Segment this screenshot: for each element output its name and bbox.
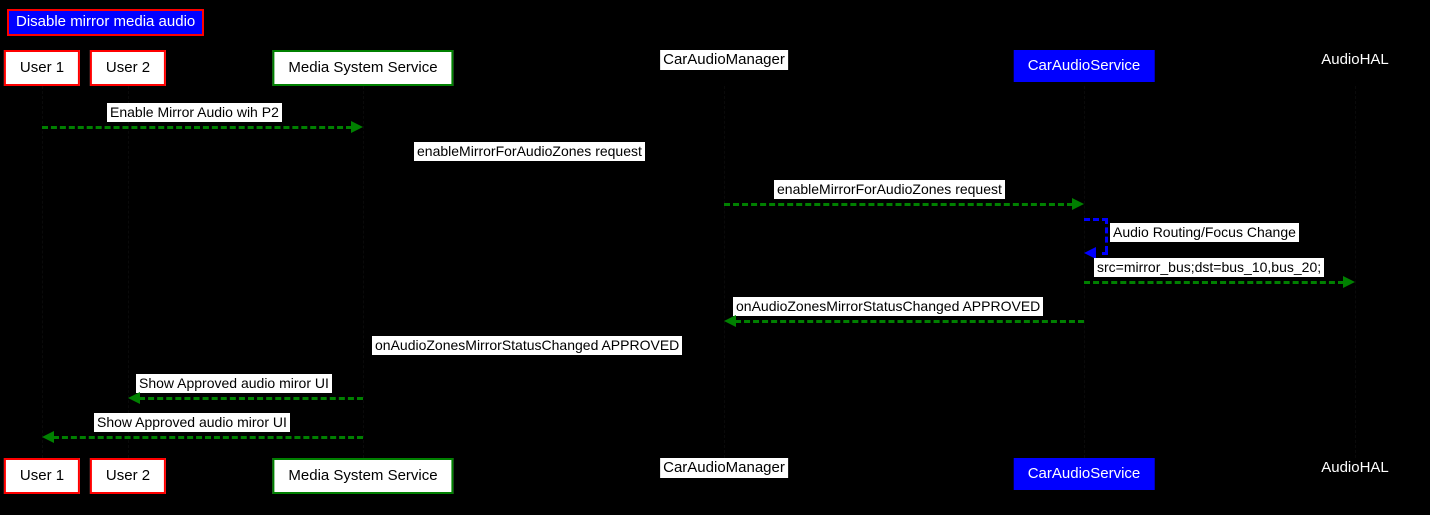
message-line-m1 [42,126,352,129]
message-label-m4: Audio Routing/Focus Change [1110,223,1299,242]
lifeline-audiohal [1355,86,1357,458]
lifeline-caraudiomanager [724,86,726,458]
message-label-m9: Show Approved audio miror UI [94,413,290,432]
message-label-m8: Show Approved audio miror UI [136,374,332,393]
participant-mediasystem-top[interactable]: Media System Service [272,50,454,86]
diagram-title: Disable mirror media audio [7,9,205,36]
participant-user2-top[interactable]: User 2 [89,50,167,86]
message-label-m2: enableMirrorForAudioZones request [414,142,645,161]
message-label-m6: onAudioZonesMirrorStatusChanged APPROVED [733,297,1044,316]
message-line-m3 [724,203,1073,206]
participant-audiohal-top[interactable]: AudioHAL [1321,51,1389,68]
message-label-m7: onAudioZonesMirrorStatusChanged APPROVED [372,336,683,355]
participant-user2-bottom[interactable]: User 2 [89,458,167,494]
participant-caraudioservice-top[interactable]: CarAudioService [1013,50,1155,82]
participant-user1-bottom[interactable]: User 1 [3,458,81,494]
lifeline-caraudioservice [1084,86,1086,458]
self-loop-bottom-m4 [1090,252,1108,255]
participant-mediasystem-bottom[interactable]: Media System Service [272,458,454,494]
self-loop-side-m4 [1105,218,1108,252]
participant-caraudioservice-bottom[interactable]: CarAudioService [1013,458,1155,490]
message-line-m5 [1084,281,1344,284]
message-line-m6 [735,320,1084,323]
message-line-m9 [53,436,363,439]
arrow-head-m1 [351,121,363,133]
message-line-m8 [139,397,363,400]
arrow-head-m6 [724,315,736,327]
arrow-head-m4 [1084,247,1096,259]
message-label-m5: src=mirror_bus;dst=bus_10,bus_20; [1094,258,1325,277]
participant-caraudiomanager-bottom[interactable]: CarAudioManager [660,458,788,478]
lifeline-user2 [128,86,130,458]
participant-user1-top[interactable]: User 1 [3,50,81,86]
arrow-head-m9 [42,431,54,443]
participant-caraudiomanager-top[interactable]: CarAudioManager [660,50,788,70]
message-label-m1: Enable Mirror Audio wih P2 [107,103,282,122]
arrow-head-m5 [1343,276,1355,288]
message-label-m3: enableMirrorForAudioZones request [774,180,1005,199]
arrow-head-m3 [1072,198,1084,210]
lifeline-user1 [42,86,44,458]
arrow-head-m8 [128,392,140,404]
participant-audiohal-bottom[interactable]: AudioHAL [1321,459,1389,476]
lifeline-mediasystem [363,86,365,458]
self-loop-top-m4 [1084,218,1108,221]
